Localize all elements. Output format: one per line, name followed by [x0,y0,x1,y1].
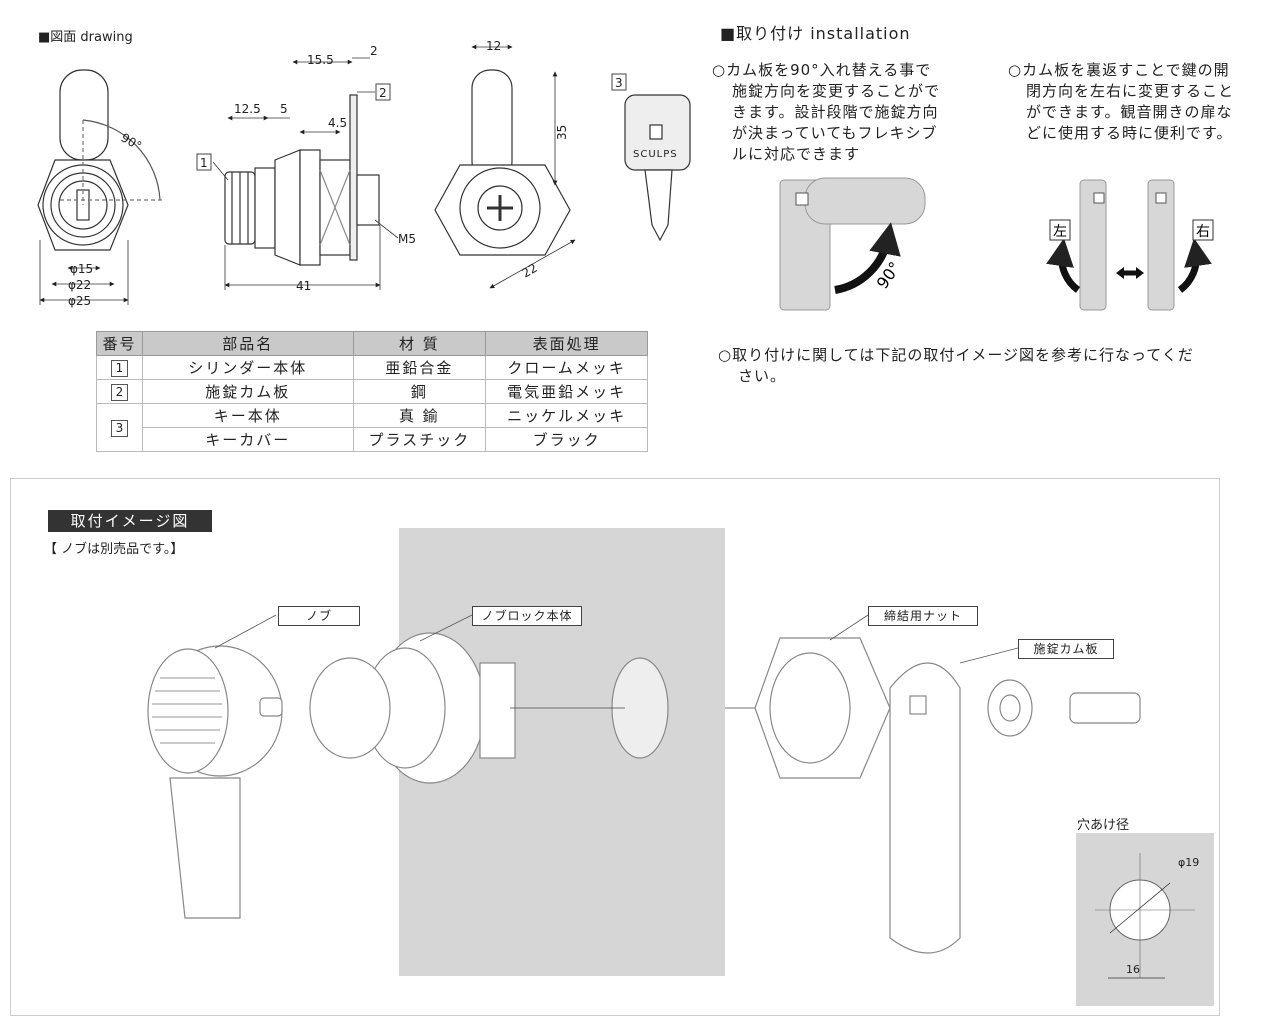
num-2-label: 2 [379,86,387,100]
part-material: 鋼 [352,379,487,404]
part-name: 施錠カム板 [141,379,354,404]
dim-35: 35 [555,125,569,140]
mount-title: 取付イメージ図 [48,510,212,532]
technical-drawing: φ15 φ22 φ25 90° 12.5 5 15.5 2 4.5 41 M5 … [37,39,691,308]
dim-phi15: φ15 [70,262,93,276]
dim-m5: M5 [398,232,416,246]
part-name: シリンダー本体 [141,355,354,380]
label-knob-lock: ノブロック本体 [472,606,582,626]
right-label: 右 [1196,224,1210,240]
part-name: キー本体 [141,403,354,428]
dim-41: 41 [296,279,311,293]
table-row: 3 キー本体 真 鍮 ニッケルメッキ [96,403,648,452]
table-header-row: 番号 部品名 材 質 表面処理 [96,331,648,356]
mount-image-frame [10,478,1220,1016]
table-row: 2 施錠カム板 鋼 電気亜鉛メッキ [96,379,648,404]
part-number: 3 [110,420,128,437]
dim-5: 5 [280,102,288,116]
left-label: 左 [1053,224,1067,240]
dim-phi25: φ25 [68,294,91,308]
dim-12: 12 [486,39,501,53]
header-num: 番号 [96,331,143,356]
note-reference: ○取り付けに関しては下記の取付イメージ図を参考に行なってくだ さい。 [718,346,1194,385]
label-knob: ノブ [278,606,360,626]
front-view [37,69,165,251]
mount-illustration [147,528,1214,1006]
part-material: 亜鉛合金 [352,355,487,380]
header-material: 材 質 [352,331,487,356]
part-number: 1 [110,360,128,377]
label-cam: 施錠カム板 [1018,639,1114,659]
note-rotate: ○カム板を90°入れ替える事で 施錠方向を変更することがで きます。設計段階で施… [712,61,941,163]
part-finish: ニッケルメッキ [485,403,648,428]
parts-table: 番号 部品名 材 質 表面処理 1 シリンダー本体 亜鉛合金 クロームメッキ 2… [96,331,648,452]
part-material: 真 鍮 [352,403,487,428]
part-finish: ブラック [485,427,648,452]
back-view [434,69,571,256]
header-name: 部品名 [141,331,354,356]
hole-diameter: φ19 [1178,856,1200,869]
part-number: 2 [110,384,128,401]
note-flip: ○カム板を裏返すことで鍵の開 閉方向を左右に変更すること ができます。観音開きの… [1008,61,1235,142]
dim-15-5: 15.5 [307,53,334,67]
dim-12-5: 12.5 [234,102,261,116]
hole-title: 穴あけ径 [1077,818,1130,833]
label-nut: 締結用ナット [868,606,978,626]
num-3-label: 3 [615,76,623,90]
side-view [224,94,380,266]
cam-rotation-diagram: 90° 左 右 [779,177,1214,311]
mount-subtitle: 【 ノブは別売品です。】 [44,542,184,557]
drawing-title: ■図面 drawing [38,30,133,45]
header-finish: 表面処理 [485,331,648,356]
installation-title: ■取り付け installation [720,24,911,43]
dim-4-5: 4.5 [328,116,347,130]
dim-phi22: φ22 [68,278,91,292]
hole-width: 16 [1126,963,1140,976]
key-illustration [624,94,691,242]
dim-22: 22 [520,261,540,281]
table-row: キーカバー プラスチック ブラック [97,427,648,452]
part-name: キーカバー [141,427,354,452]
part-finish: クロームメッキ [485,355,648,380]
part-finish: 電気亜鉛メッキ [485,379,648,404]
key-brand: SCULPS [633,149,678,160]
dim-2: 2 [370,44,378,58]
table-row: 1 シリンダー本体 亜鉛合金 クロームメッキ [96,355,648,380]
part-material: プラスチック [352,427,487,452]
num-1-label: 1 [200,156,208,170]
